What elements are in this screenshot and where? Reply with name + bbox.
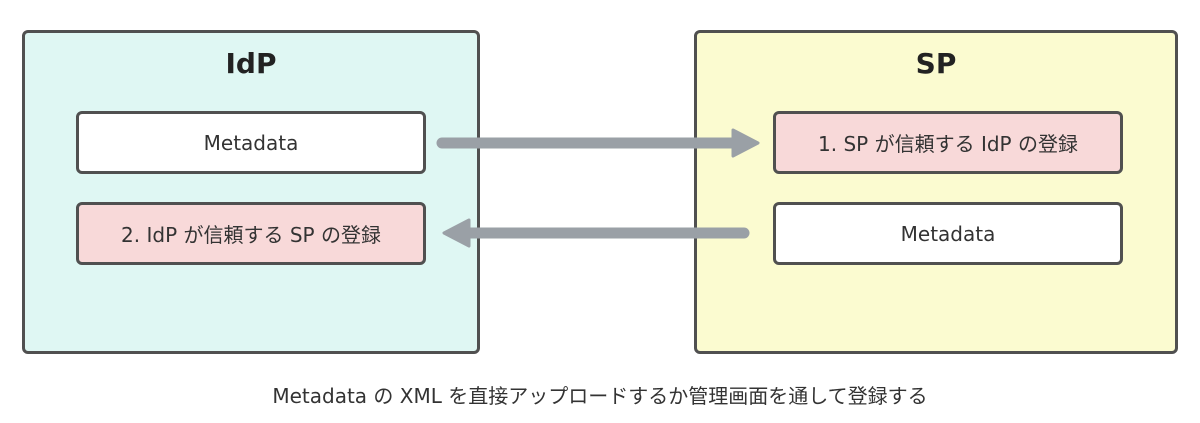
idp-register-sp-box: 2. IdP が信頼する SP の登録: [76, 202, 426, 265]
idp-metadata-label: Metadata: [203, 130, 299, 155]
arrow-sp-to-idp: [442, 218, 750, 248]
idp-register-sp-label: 2. IdP が信頼する SP の登録: [121, 223, 381, 247]
sp-register-idp-label: 1. SP が信頼する IdP の登録: [818, 132, 1078, 156]
idp-metadata-box: Metadata: [76, 111, 426, 174]
sp-panel: SP: [694, 30, 1178, 354]
arrow-idp-to-sp: [436, 128, 760, 158]
sp-title: SP: [915, 47, 957, 80]
idp-title: IdP: [225, 47, 277, 80]
sp-metadata-label: Metadata: [900, 221, 996, 246]
caption: Metadata の XML を直接アップロードするか管理画面を通して登録する: [272, 384, 928, 408]
sp-register-idp-box: 1. SP が信頼する IdP の登録: [773, 111, 1123, 174]
sp-metadata-box: Metadata: [773, 202, 1123, 265]
idp-panel: IdP: [22, 30, 480, 354]
